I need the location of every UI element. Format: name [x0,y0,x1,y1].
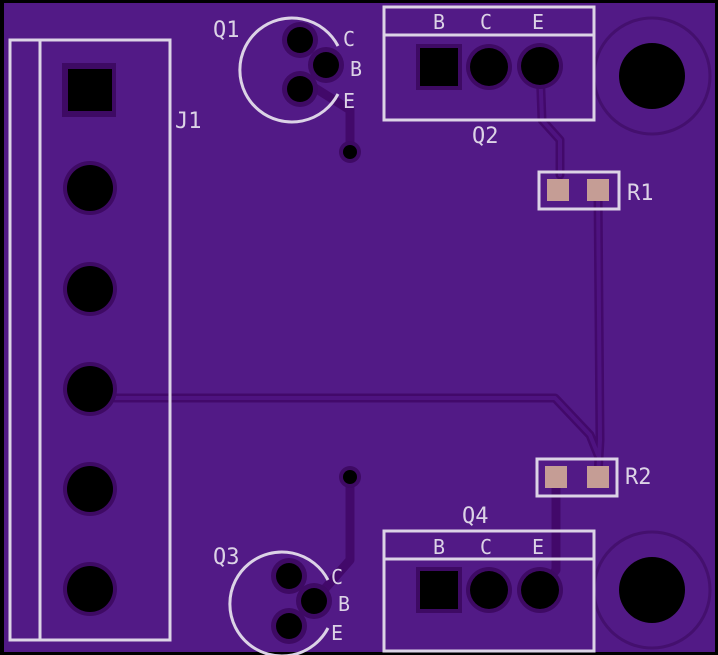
q2-label: Q2 [472,124,499,149]
transistor-q2: B C E Q2 [382,5,596,149]
j1-pad-1 [68,69,112,111]
transistor-q3: Q3 C B E [213,545,350,655]
resistor-r1: R1 [537,170,654,211]
j1-pad-4 [67,366,113,412]
q2-pin-c-label: C [480,10,492,34]
r2-pad-1 [545,466,567,488]
r1-pad-1 [547,179,569,201]
r1-pad-2 [587,179,609,201]
q3-pad-b [301,588,327,614]
resistor-r2: R2 [535,457,652,498]
q3-pin-b-label: B [338,592,350,616]
q1-outline [238,16,340,124]
q4-pad-b [420,571,458,609]
connector-j1: J1 [8,38,202,642]
q3-label: Q3 [213,545,240,570]
mounting-hole-top [619,43,685,109]
q1-pad-c [287,27,313,53]
q2-pin-b-label: B [433,10,445,34]
q3-pad-e [276,613,302,639]
trace-q3-via [310,472,355,605]
q3-outline [228,550,330,655]
j1-label: J1 [175,109,202,134]
via-bottom [343,470,357,484]
r2-label: R2 [625,465,652,490]
q1-pad-b [313,52,339,78]
q2-pad-c [470,48,508,86]
q4-pad-e [521,571,559,609]
trace-q1-emitter-via [310,83,355,155]
transistor-q1: Q1 C B E [213,16,362,124]
q4-label: Q4 [462,504,489,529]
r1-outline [537,170,621,211]
q1-label: Q1 [213,18,240,43]
j1-pad-5 [67,466,113,512]
q4-pin-c-label: C [480,535,492,559]
r1-label: R1 [627,181,654,206]
q1-pin-b-label: B [350,57,362,81]
j1-outline [8,38,172,642]
j1-pad-3 [67,266,113,312]
q4-outline [382,529,596,653]
j1-pad-2 [67,165,113,211]
q2-pad-b [420,48,458,86]
q4-pin-e-label: E [532,535,544,559]
r2-outline [535,457,619,498]
q2-outline [382,5,596,122]
q3-pad-c [276,563,302,589]
q2-pin-e-label: E [532,10,544,34]
transistor-q4: Q4 B C E [382,504,596,653]
j1-pad-6 [67,566,113,612]
q3-pin-c-label: C [331,565,343,589]
q4-pad-c [470,571,508,609]
via-top [343,145,357,159]
r2-pad-2 [587,466,609,488]
q2-pad-e [521,47,559,85]
mounting-hole-bottom [619,557,685,623]
q1-pin-e-label: E [343,89,355,113]
q3-pin-e-label: E [331,621,343,645]
q1-pin-c-label: C [343,27,355,51]
q1-pad-e [287,76,313,102]
q4-pin-b-label: B [433,535,445,559]
